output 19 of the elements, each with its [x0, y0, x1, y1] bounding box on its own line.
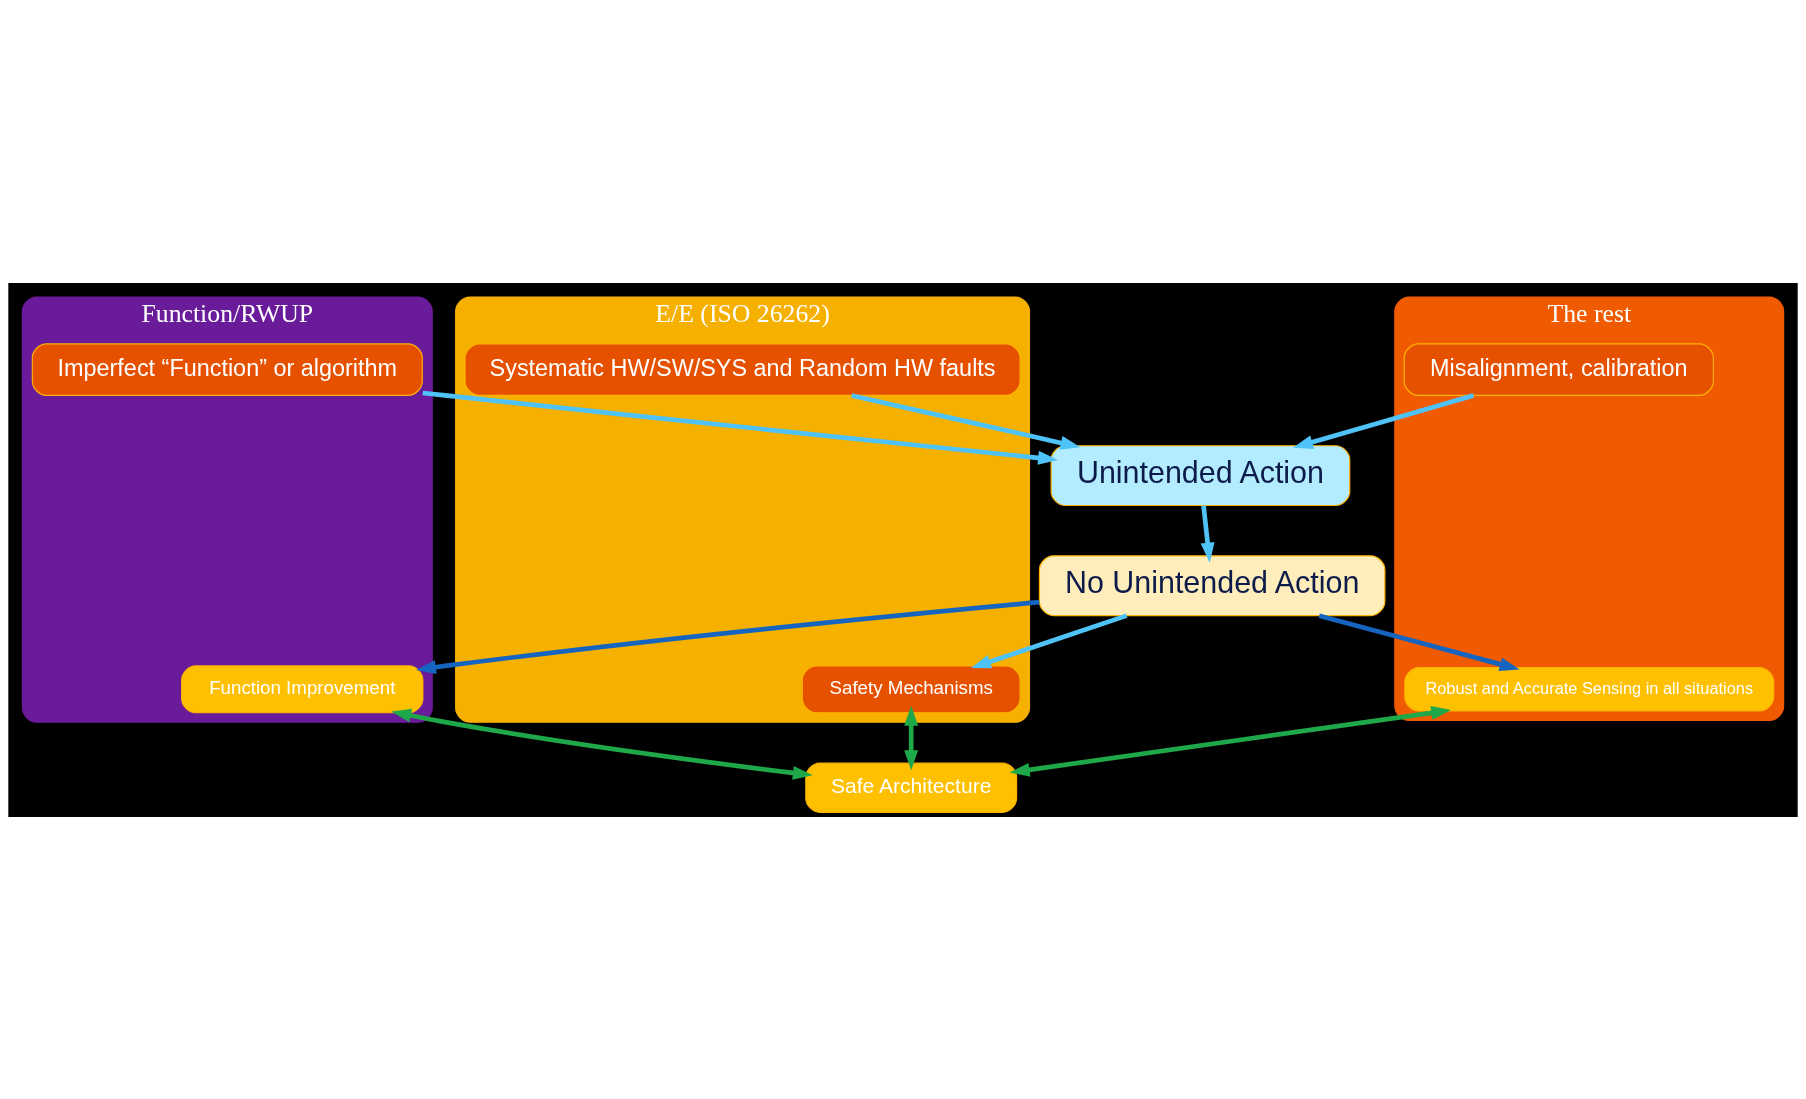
node-box: Function Improvement	[181, 664, 424, 713]
arrow	[971, 612, 1128, 668]
arrow	[1009, 705, 1452, 777]
arrow	[1292, 392, 1475, 449]
node-box: Robust and Accurate Sensing in all situations	[1404, 666, 1775, 712]
arrow	[904, 705, 919, 770]
node-box: Unintended Action	[1050, 444, 1351, 506]
arrow	[422, 390, 1059, 465]
node-box: Imperfect “Function” or algorithm	[31, 342, 423, 396]
node-box: No Unintended Action	[1038, 554, 1386, 616]
arrow	[851, 392, 1081, 450]
arrow	[1318, 612, 1520, 671]
node-box: Systematic HW/SW/SYS and Random HW faults	[464, 342, 1021, 396]
node-box: Safe Architecture	[805, 762, 1018, 813]
arrow	[391, 708, 813, 780]
node-box: Safety Mechanisms	[801, 664, 1021, 713]
arrow	[416, 599, 1040, 674]
node-box: Misalignment, calibration	[1403, 342, 1714, 396]
arrow	[1200, 504, 1215, 563]
